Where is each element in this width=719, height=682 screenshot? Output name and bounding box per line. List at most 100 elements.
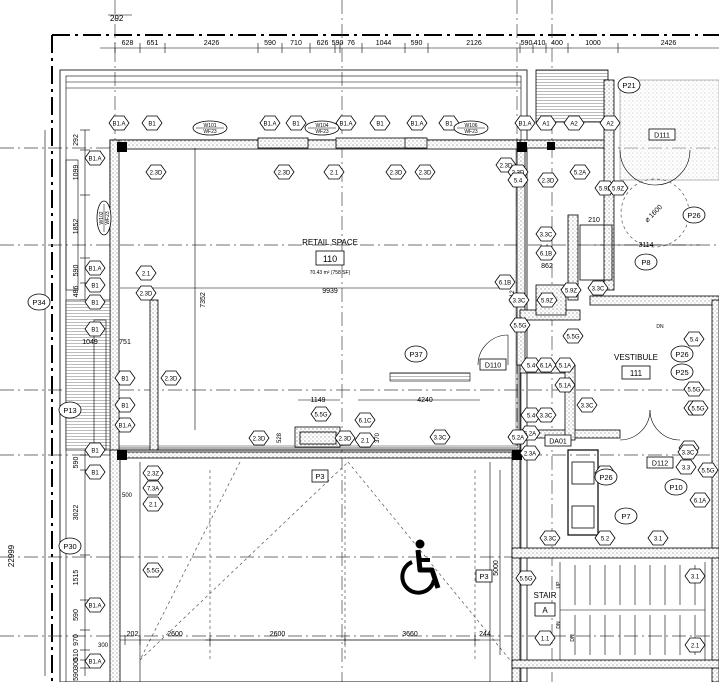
partition-tag-label: 5.9Z (565, 288, 577, 294)
partition-tag: 3.3C (429, 429, 451, 445)
partition-tag: 3.3C (535, 407, 557, 423)
callout-tag-label: P13 (63, 406, 76, 415)
partition-tag: 2.3D (160, 370, 182, 386)
partition-tag-label: 5.2A (512, 435, 524, 441)
partition-tag: 2.3D (537, 172, 559, 188)
partition-tag: 6.1C (354, 412, 376, 428)
partition-tag-label: 5.4 (690, 337, 699, 343)
door-tag: D111 (648, 128, 676, 141)
partition-tag: A1 (535, 115, 557, 131)
callout-tag: P26 (594, 468, 618, 486)
exterior-walls (59, 69, 719, 682)
callout-tag: P3 (475, 569, 493, 583)
partition-tag: 2.1 (684, 637, 706, 653)
partition-tag-label: 2.3D (542, 178, 555, 184)
dim-top-7: 76 (347, 40, 355, 47)
room-retail-area: 70.43 m² (758 SF) (310, 270, 351, 276)
dim-top-15: 2426 (661, 40, 677, 47)
partition-tag-label: 7.3A (147, 486, 159, 492)
partition-tag-label: B1.A (263, 121, 276, 127)
partition-tag: B1.A (114, 417, 136, 433)
partition-tag-label: B1 (91, 300, 99, 306)
partition-tag: 5.5G (562, 328, 584, 344)
dim-top-13: 400 (551, 40, 563, 47)
partition-tag: 6.1A (535, 357, 557, 373)
partition-tag-label: 6.1B (540, 251, 552, 257)
callout-tag-label: P30 (63, 542, 76, 551)
callout-tag-label: P37 (409, 350, 422, 359)
partition-tag-label: 2.1 (691, 643, 700, 649)
partition-tag-label: B1.A (88, 266, 101, 272)
partition-tag-label: 2.3D (165, 376, 178, 382)
direction-notes: DN DN UP DN (556, 324, 664, 642)
callout-tag: P26 (682, 206, 706, 224)
room-stair-number: A (542, 606, 548, 615)
partition-tag-label: 3.3C (513, 298, 526, 304)
partition-tag-label: 2.3D (339, 436, 352, 442)
dim-370: 370 (375, 432, 381, 443)
partition-tag: 6.1B (494, 274, 516, 290)
partition-tag: 5.5G (697, 462, 719, 478)
partition-tag: 2.1 (135, 265, 157, 281)
dim-4240: 4240 (417, 397, 433, 404)
partition-tag: 6.1B (535, 245, 557, 261)
window-tag-type: W102 (99, 211, 105, 224)
dim-top-12: 410 (534, 40, 546, 47)
parking-stall-lines (139, 461, 511, 682)
partition-tag-label: B1 (121, 376, 129, 382)
partition-tag-label: 5.2A (524, 431, 536, 437)
partition-tag-label: 2.3D (278, 170, 291, 176)
partition-tag-label: 3.3C (592, 286, 605, 292)
window-tag-frame: WF23 (464, 129, 478, 135)
partition-tag-label: 5.9Z (599, 186, 611, 192)
partition-tag: 7.3A (142, 480, 164, 496)
partition-tag: A2 (563, 115, 585, 131)
partition-tag: B1.A (259, 115, 281, 131)
dim-862: 862 (541, 263, 553, 270)
partition-tag: 3.3C (677, 444, 699, 460)
room-retail-number: 110 (323, 254, 337, 264)
dim-1149: 1149 (310, 397, 325, 404)
partition-tag: B1 (84, 294, 106, 310)
partition-tag: 3.3 (675, 459, 697, 475)
partition-tag-label: 5.5G (687, 387, 700, 393)
partition-tag: 3.3C (535, 226, 557, 242)
callout-tag-label: P10 (669, 483, 682, 492)
door-tag: D112 (646, 456, 674, 469)
dim-500: 500 (122, 493, 133, 499)
door-tag-label: D110 (485, 363, 501, 370)
room-stair: STAIR A (534, 591, 557, 617)
partition-tag-label: 2.1 (149, 502, 158, 508)
partition-tag-label: 5.5G (701, 468, 714, 474)
partition-tag-label: B1 (91, 283, 99, 289)
window-tag-frame: WF23 (203, 129, 217, 135)
dim-left-0: 292 (73, 134, 80, 146)
callout-tag: P7 (614, 507, 638, 525)
partition-tag-label: 1.1 (541, 636, 550, 642)
dim-top-10: 2126 (466, 40, 482, 47)
partition-tag-label: 5.1A (559, 383, 571, 389)
partition-tag: 3.3C (576, 397, 598, 413)
partition-tag-label: B1 (148, 121, 156, 127)
partition-tag-label: 6.1A (694, 498, 706, 504)
partition-tag: B1 (285, 115, 307, 131)
partition-tag-label: B1.A (112, 121, 125, 127)
dim-left-12: 590 (73, 609, 80, 621)
partition-tag: 2.3D (414, 164, 436, 180)
partition-tag: B1 (114, 397, 136, 413)
partition-tag: 5.4 (507, 172, 529, 188)
partition-tag: 5.2 (594, 530, 616, 546)
window-tag-type: W106 (464, 123, 477, 129)
partition-tag: 5.5G (142, 562, 164, 578)
callout-tag-label: P26 (599, 473, 612, 482)
callout-tag-label: P25 (675, 368, 688, 377)
callout-tag-label: P3 (479, 572, 488, 581)
dim-left-9: 590 (73, 457, 80, 469)
partition-tag: 2.3D (385, 164, 407, 180)
partition-tag: 5.5G (310, 406, 332, 422)
partition-tag: B1.A (514, 115, 536, 131)
partition-tag: B1 (84, 277, 106, 293)
